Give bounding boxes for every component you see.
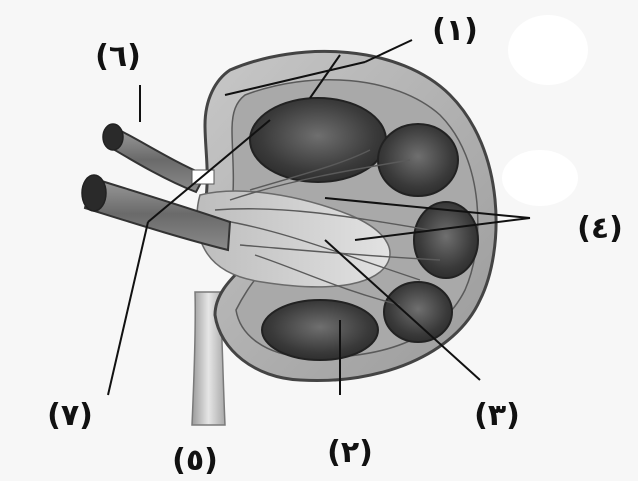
label-5: (٥) [172, 443, 218, 478]
background-blob [502, 150, 578, 206]
label-2: (٢) [327, 435, 373, 470]
renal-vein-opening [82, 175, 106, 211]
renal-pyramid [262, 300, 378, 360]
renal-pyramid [384, 282, 452, 342]
renal-artery-opening [103, 124, 123, 150]
renal-pyramid [378, 124, 458, 196]
renal-pyramid [414, 202, 478, 278]
background-blob [508, 15, 588, 85]
label-6: (٦) [95, 39, 141, 74]
label-7: (٧) [47, 398, 93, 433]
label-4: (٤) [577, 211, 623, 246]
label-3: (٣) [474, 398, 520, 433]
label-1: (١) [432, 13, 478, 48]
